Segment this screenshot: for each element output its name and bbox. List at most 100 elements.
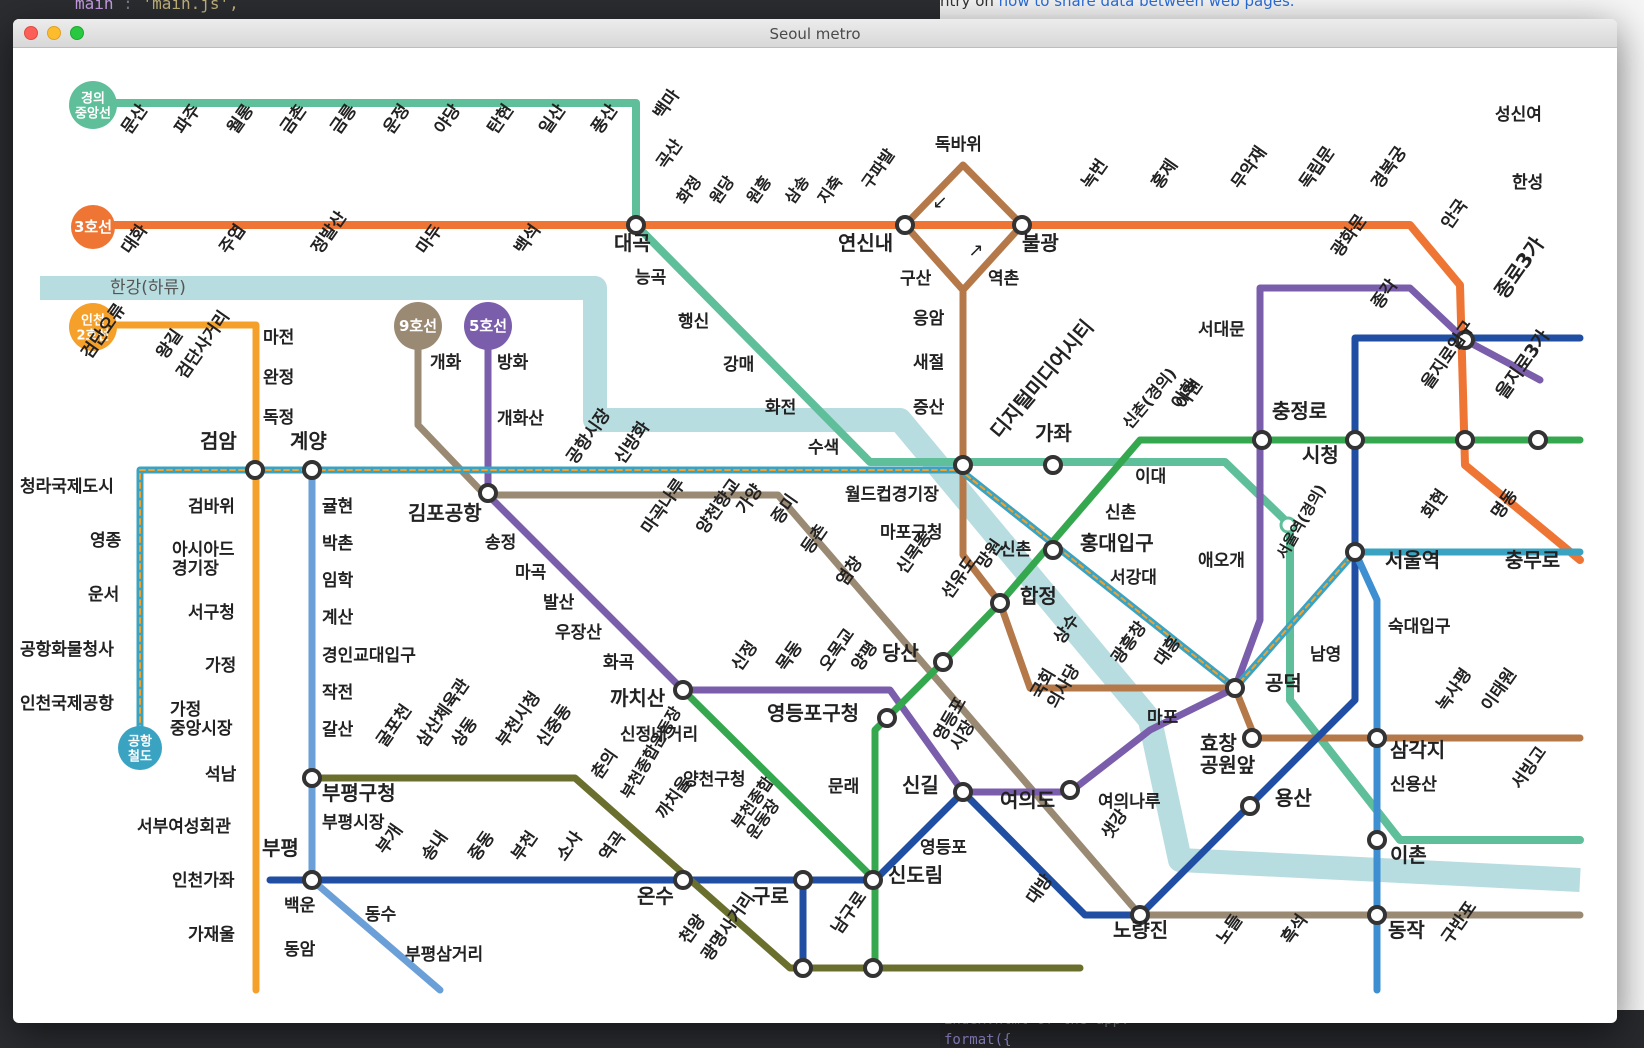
station-label[interactable]: 부평삼거리: [405, 945, 483, 965]
station-label[interactable]: 합정: [1020, 584, 1057, 608]
station-label[interactable]: 대곡: [614, 231, 651, 255]
station-label[interactable]: 당산: [882, 641, 919, 665]
station-label[interactable]: 박촌: [322, 534, 354, 554]
transfer-station[interactable]: [1240, 796, 1260, 816]
station-label[interactable]: 역촌: [988, 269, 1020, 289]
station-label[interactable]: 서강대: [1110, 568, 1157, 588]
station-label[interactable]: 마포구청: [880, 522, 943, 543]
station-label[interactable]: 삼송: [781, 172, 814, 207]
station-label[interactable]: 서부여성회관: [137, 817, 231, 837]
station-label[interactable]: 불광: [1022, 231, 1059, 255]
station-label[interactable]: 청라국제도시: [20, 476, 114, 497]
station-label[interactable]: 가정: [205, 656, 236, 676]
station-label[interactable]: 마곡나루: [638, 475, 690, 538]
station-label[interactable]: 역곡: [596, 827, 631, 864]
station-label[interactable]: 부평시장: [322, 813, 385, 833]
station-label[interactable]: 소사: [553, 827, 588, 864]
station-label[interactable]: 능곡: [635, 268, 667, 288]
station-label[interactable]: 영등포구청: [767, 701, 859, 725]
station-label[interactable]: 숙대입구: [1388, 617, 1451, 637]
station-label[interactable]: 독정: [263, 408, 294, 428]
line-badge-line9[interactable]: 9호선: [394, 302, 442, 350]
station-label[interactable]: 검바위: [188, 497, 235, 517]
station-label[interactable]: 영종: [90, 531, 122, 551]
station-label[interactable]: 방화: [497, 353, 529, 373]
station-label[interactable]: 성신여: [1495, 105, 1542, 125]
docs-link[interactable]: how to share data between web pages.: [998, 0, 1295, 10]
transfer-station[interactable]: [1043, 540, 1063, 560]
station-label[interactable]: 영등포: [920, 838, 967, 858]
station-label[interactable]: 선유도: [938, 553, 982, 603]
station-label[interactable]: 발산: [543, 593, 575, 613]
station-label[interactable]: 국회의사당: [1027, 652, 1084, 712]
station-label[interactable]: 이태원: [1478, 665, 1521, 715]
station-label[interactable]: 광명사거리: [698, 889, 759, 965]
station-label[interactable]: 홍대입구: [1080, 531, 1154, 555]
transfer-station[interactable]: [1367, 830, 1387, 850]
station-label[interactable]: 목동: [773, 637, 808, 674]
station-label[interactable]: 마포: [1147, 708, 1179, 728]
station-label[interactable]: 대방: [1023, 870, 1058, 907]
station-label[interactable]: 부평: [262, 836, 299, 860]
transfer-station[interactable]: [1367, 905, 1387, 925]
station-label[interactable]: 홍제: [1147, 155, 1182, 193]
station-label[interactable]: 문래: [828, 777, 859, 797]
station-label[interactable]: 백운: [284, 896, 316, 916]
transfer-station[interactable]: [1252, 430, 1272, 450]
station-label[interactable]: 운서: [88, 585, 119, 605]
station-label[interactable]: 김포공항: [408, 501, 482, 525]
station-label[interactable]: 충정로: [1272, 399, 1327, 423]
station-label[interactable]: 한성: [1512, 173, 1543, 193]
station-label[interactable]: 개화산: [497, 409, 544, 429]
station-label[interactable]: 이촌: [1390, 843, 1427, 867]
station-label[interactable]: 양천구청: [683, 769, 746, 790]
close-window-button[interactable]: [24, 26, 38, 40]
station-label[interactable]: 계양: [290, 429, 327, 453]
transfer-station[interactable]: [793, 958, 813, 978]
station-label[interactable]: 신정: [728, 638, 762, 675]
station-label[interactable]: 마전: [263, 328, 294, 348]
station-marker[interactable]: [1279, 516, 1297, 534]
station-label[interactable]: 정발산: [308, 208, 352, 258]
station-label[interactable]: 광화문: [1328, 211, 1372, 261]
line-badge-line3[interactable]: 3호선: [71, 205, 115, 249]
line-badge-line5[interactable]: 5호선: [464, 302, 512, 350]
station-label[interactable]: 귤현: [322, 497, 353, 517]
station-label[interactable]: 공항화물청사: [20, 639, 114, 660]
station-label[interactable]: 강매: [723, 355, 754, 375]
transfer-station[interactable]: [1528, 430, 1548, 450]
transfer-station[interactable]: [673, 680, 693, 700]
station-label[interactable]: 여의도: [1000, 788, 1055, 812]
station-label[interactable]: 용산: [1275, 786, 1312, 810]
station-label[interactable]: 부평구청: [322, 781, 396, 805]
transfer-station[interactable]: [1242, 728, 1262, 748]
transfer-station[interactable]: [877, 708, 897, 728]
station-label[interactable]: 남구로: [828, 888, 872, 938]
station-label[interactable]: 신길: [902, 773, 939, 797]
transfer-station[interactable]: [478, 483, 498, 503]
station-label[interactable]: 광흥창: [1107, 617, 1151, 668]
station-label[interactable]: 석남: [205, 765, 237, 785]
transfer-station[interactable]: [1043, 455, 1063, 475]
station-label[interactable]: 구로: [752, 884, 789, 908]
transfer-station[interactable]: [895, 215, 915, 235]
station-label[interactable]: 동암: [284, 940, 316, 960]
station-label[interactable]: 경복궁: [1368, 143, 1412, 193]
station-label[interactable]: 송정: [485, 533, 516, 553]
station-label[interactable]: 춘의: [588, 746, 622, 783]
station-label[interactable]: 종로3가: [1489, 232, 1549, 303]
station-label[interactable]: 삼각지: [1390, 738, 1445, 762]
station-label[interactable]: 수색: [808, 438, 839, 458]
station-label[interactable]: 상동: [448, 713, 483, 750]
station-label[interactable]: 공덕: [1265, 671, 1302, 695]
transfer-station[interactable]: [302, 460, 322, 480]
station-label[interactable]: 구반포: [1438, 898, 1482, 948]
station-label[interactable]: 검암: [200, 429, 237, 453]
station-label[interactable]: 행신: [678, 312, 709, 332]
station-label[interactable]: 구파발: [858, 145, 899, 192]
window-titlebar[interactable]: Seoul metro: [13, 19, 1617, 48]
station-label[interactable]: 원흥: [743, 172, 776, 207]
